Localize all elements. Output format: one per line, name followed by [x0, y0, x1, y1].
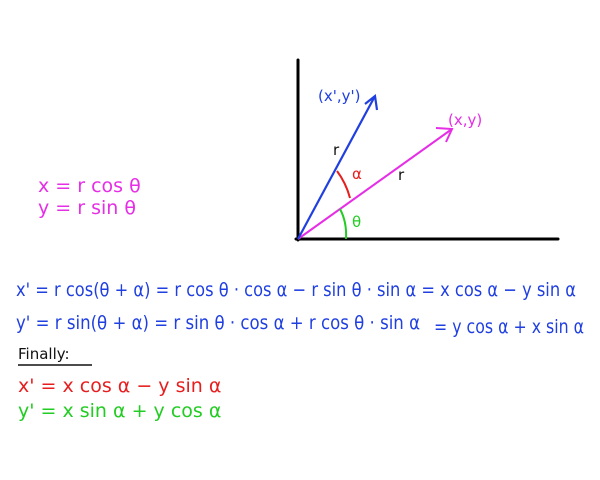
label-alpha: α: [352, 165, 362, 183]
vector-xy-arrowhead: [435, 127, 454, 143]
vector-xy: [297, 128, 453, 240]
derivation-y-prime-right: = y cos α + x sin α: [434, 316, 584, 338]
label-theta: θ: [352, 213, 361, 231]
label-point: (x,y): [448, 111, 482, 129]
derivation-x-prime: x' = r cos(θ + α) = r cos θ · cos α − r …: [16, 279, 576, 301]
label-rotated-point: (x',y'): [318, 87, 360, 105]
polar-y-equation: y = r sin θ: [38, 197, 136, 219]
final-y-prime: y' = x sin α + y cos α: [18, 400, 221, 422]
polar-x-equation: x = r cos θ: [38, 175, 141, 197]
derivation-y-prime-left: y' = r sin(θ + α) = r sin θ · cos α + r …: [16, 312, 420, 334]
theta-arc: [339, 208, 348, 240]
final-x-prime: x' = x cos α − y sin α: [18, 375, 221, 397]
alpha-arc: [336, 170, 351, 199]
label-r-point: r: [398, 166, 405, 184]
vector-rotated: [297, 95, 376, 240]
final-heading: Finally:: [18, 345, 70, 363]
label-r-rotated: r: [333, 141, 340, 159]
vector-rotated-arrowhead: [364, 93, 379, 111]
